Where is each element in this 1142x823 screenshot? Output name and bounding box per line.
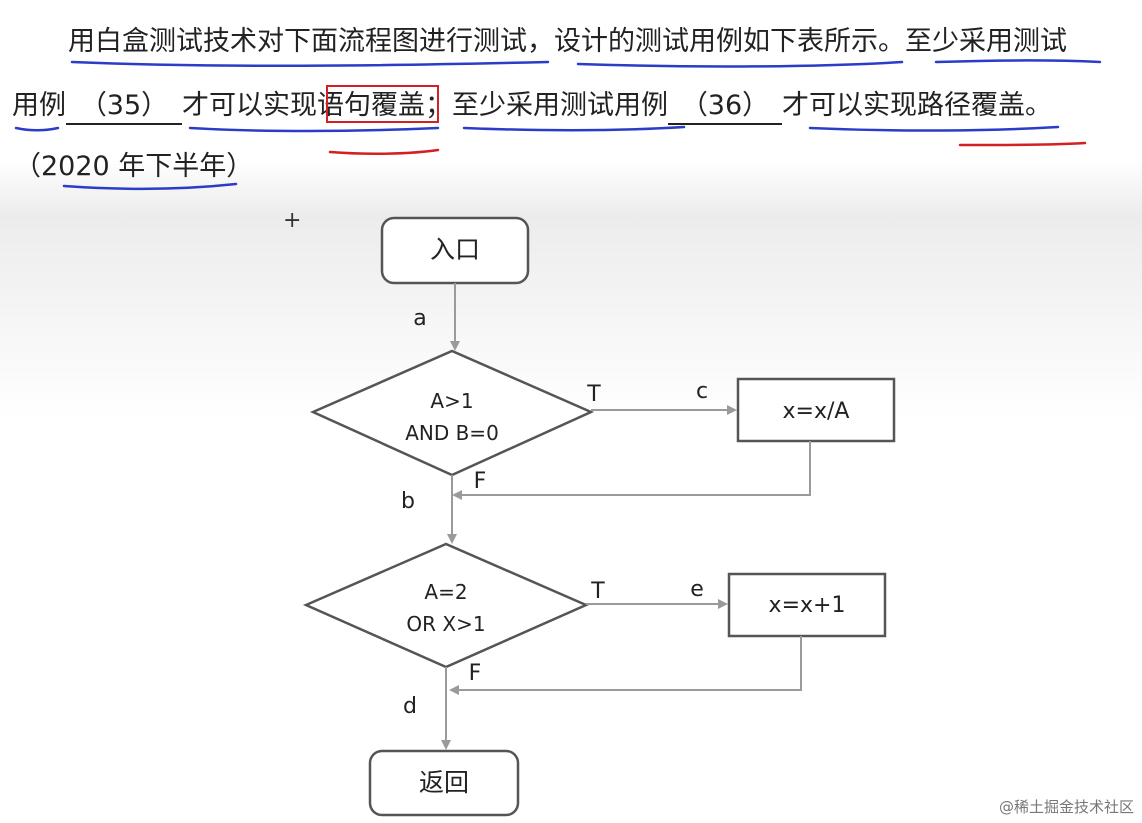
decision-2-diamond [302, 542, 590, 669]
blue-underline-marks [14, 59, 1102, 191]
edge-a-label: a [413, 306, 426, 331]
question-line-2-end: 才可以实现路径覆盖。 [782, 90, 1052, 121]
false-branch-1-label: F [474, 469, 487, 494]
answer-blank-35: （35） [66, 89, 182, 125]
decision-2-condition-line-2: OR X>1 [406, 612, 485, 636]
false-branch-2-label: F [469, 661, 482, 686]
process-1-label: x=x/A [783, 399, 850, 424]
question-source-year: （2020 年下半年） [14, 151, 254, 182]
decision-1-condition-line-1: A>1 [430, 389, 473, 413]
question-line-2: 用例（35）才可以实现语句覆盖；至少采用测试用例（36）才可以实现路径覆盖。 [12, 89, 1052, 125]
entry-label: 入口 [430, 235, 480, 264]
edge-e-label: e [690, 577, 704, 602]
decision-1-condition-line-2: AND B=0 [405, 421, 499, 445]
process-1-box [736, 377, 896, 443]
question-line-2-start: 用例 [12, 90, 66, 121]
true-branch-1-label: T [586, 382, 601, 407]
process-2-box [727, 572, 887, 638]
red-highlight-marks [326, 85, 1087, 155]
decision-1-diamond [309, 349, 595, 477]
decision-2-condition-line-1: A=2 [424, 580, 467, 604]
exit-node [368, 749, 520, 817]
exit-label: 返回 [419, 768, 469, 797]
process-2-label: x=x+1 [769, 593, 846, 618]
watermark: @稀土掘金技术社区 [998, 798, 1134, 816]
merge-1-arrow [452, 441, 811, 500]
merge-2-arrow [449, 636, 802, 695]
edge-c-label: c [696, 379, 708, 404]
question-line-1: 用白盒测试技术对下面流程图进行测试，设计的测试用例如下表所示。至少采用测试 [68, 26, 1067, 57]
cursor-crosshair-icon: + [283, 208, 302, 233]
answer-blank-36: （36） [668, 89, 782, 125]
true-branch-2-label: T [590, 579, 605, 604]
edge-b-label: b [401, 489, 415, 514]
edge-d-label: d [403, 694, 417, 719]
question-line-2-middle: 才可以实现语句覆盖；至少采用测试用例 [182, 90, 668, 121]
